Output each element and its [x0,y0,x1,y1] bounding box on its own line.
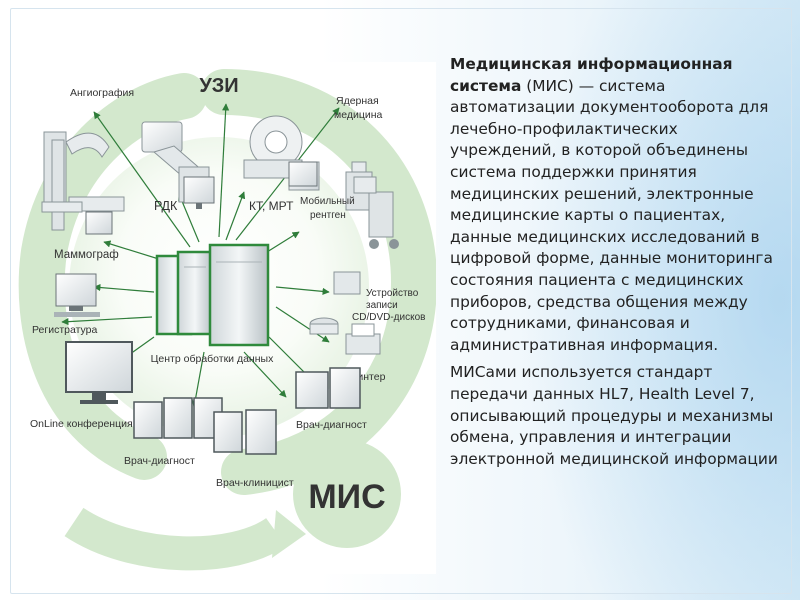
cd-label-3: CD/DVD-дисков [352,312,425,323]
description-paragraph-1: Медицинская информационная система (МИС)… [450,54,785,356]
rdk-monitor [183,176,215,209]
mis-circle [293,440,401,548]
cd-label-2: записи [366,300,398,311]
angiography-label: Ангиография [70,87,134,99]
mobile-xray-device [353,176,399,249]
cycle-arrowhead [272,510,306,558]
description-text: Медицинская информационная система (МИС)… [450,54,785,476]
doctor-diagnost-left-label: Врач-диагност [124,455,195,467]
mis-label: МИС [308,478,385,516]
doctor-clinician-monitors [213,409,277,455]
doctor-diagnost-right-monitors [295,367,361,409]
data-center-servers [155,243,270,347]
kt-mrt-label: КТ, МРТ [249,199,294,213]
mis-diagram-svg: МИС Центр обработки данных Ангиография [14,62,436,574]
doctor-diagnost-right-label: Врач-диагност [296,419,367,431]
mis-diagram: МИС Центр обработки данных Ангиография [14,62,436,574]
nuclear-label-2: медицина [334,109,382,121]
cd-label-1: Устройство [366,288,419,299]
registry-label: Регистратура [32,324,97,336]
doctor-diagnost-left-monitors [133,397,223,439]
cycle-band-right [201,69,436,495]
online-conference-label: OnLine конференция [30,418,133,430]
mobile-xray-monitor [288,161,318,187]
cycle-band-left [18,73,207,480]
mobile-xray-label-2: рентген [310,210,346,221]
cd-dvd-recorder [309,271,361,335]
online-conference-monitor [65,341,133,404]
registry-computer [54,273,100,317]
cycle-band-bottom [64,507,286,571]
center-label: Центр обработки данных [151,353,274,365]
mammograph-label: Маммограф [54,249,119,261]
printer-device [345,323,381,355]
mobile-xray-label-1: Мобильный [300,195,355,207]
rdk-label: РДК [154,199,178,213]
uzi-label: УЗИ [199,75,238,97]
mis-definition: (МИС) — система автоматизации документоо… [450,76,773,354]
mammograph-device [41,139,113,235]
slide-background-wash [420,0,800,600]
description-paragraph-2: МИСами используется стандарт передачи да… [450,363,778,468]
mis-title: Медицинская информационная система [450,55,733,95]
doctor-clinician-label: Врач-клиницист [216,477,294,489]
nuclear-label-1: Ядерная [336,95,379,107]
